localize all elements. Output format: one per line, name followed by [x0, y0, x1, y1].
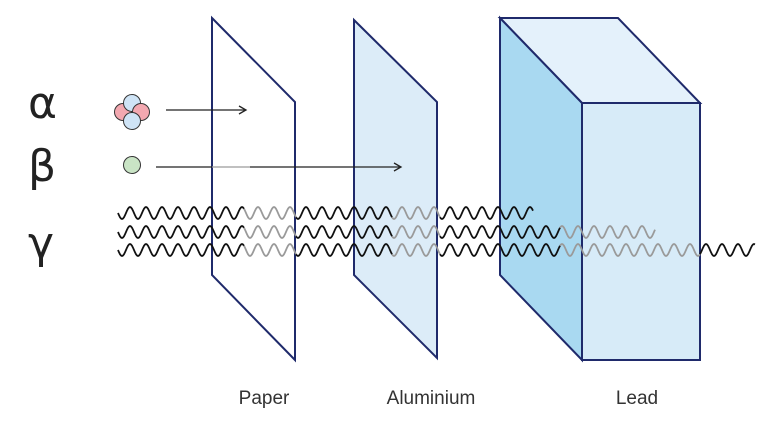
- beta-particle: [123, 156, 141, 174]
- gamma-wave-3-segment: [439, 243, 561, 257]
- gamma-wave-1-segment: [117, 206, 245, 220]
- gamma-wave-3-segment: [391, 243, 441, 257]
- gamma-wave-3-segment: [117, 243, 245, 257]
- gamma-wave-1-segment: [391, 206, 441, 220]
- gamma-wave-2-segment: [295, 225, 393, 239]
- gamma-waves: [117, 206, 756, 257]
- aluminium-label: Aluminium: [386, 388, 476, 409]
- gamma-wave-2-segment: [391, 225, 441, 239]
- paper-sheet: [211, 15, 296, 363]
- gamma-wave-1-segment: [439, 206, 534, 220]
- gamma-wave-2-segment: [243, 225, 297, 239]
- lead-label: Lead: [615, 388, 659, 409]
- alpha-symbol: α: [28, 78, 58, 129]
- lead-block: [497, 15, 703, 363]
- aluminium-sheet: [353, 17, 438, 361]
- gamma-symbol: γ: [28, 218, 55, 269]
- alpha-particle: [114, 94, 150, 130]
- alpha-arrow: [166, 105, 248, 115]
- gamma-wave-3-segment: [559, 243, 701, 257]
- lead-block-front: [581, 102, 701, 361]
- gamma-wave-2-segment: [439, 225, 561, 239]
- beta-arrow: [156, 162, 403, 172]
- gamma-wave-3-segment: [243, 243, 297, 257]
- gamma-wave-3-segment: [295, 243, 393, 257]
- gamma-wave-1-segment: [295, 206, 393, 220]
- beta-symbol: β: [28, 141, 57, 192]
- gamma-wave-3-segment: [699, 243, 756, 257]
- gamma-wave-2-segment: [117, 225, 245, 239]
- paper-label: Paper: [238, 388, 290, 409]
- gamma-wave-2-segment: [559, 225, 656, 239]
- gamma-wave-1-segment: [243, 206, 297, 220]
